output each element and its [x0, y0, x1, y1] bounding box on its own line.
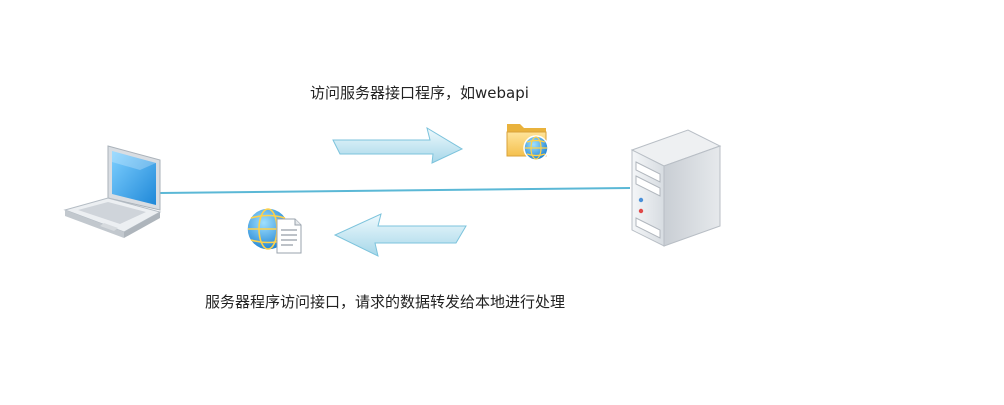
laptop-icon [63, 145, 162, 238]
request-arrow [332, 126, 464, 164]
connection-line [159, 187, 631, 194]
server-tower-icon [630, 129, 722, 247]
web-document-icon [246, 207, 302, 254]
web-folder-icon [506, 124, 549, 161]
response-arrow [333, 213, 467, 257]
request-label: 访问服务器接口程序，如webapi [310, 84, 529, 102]
response-label: 服务器程序访问接口，请求的数据转发给本地进行处理 [205, 293, 566, 311]
